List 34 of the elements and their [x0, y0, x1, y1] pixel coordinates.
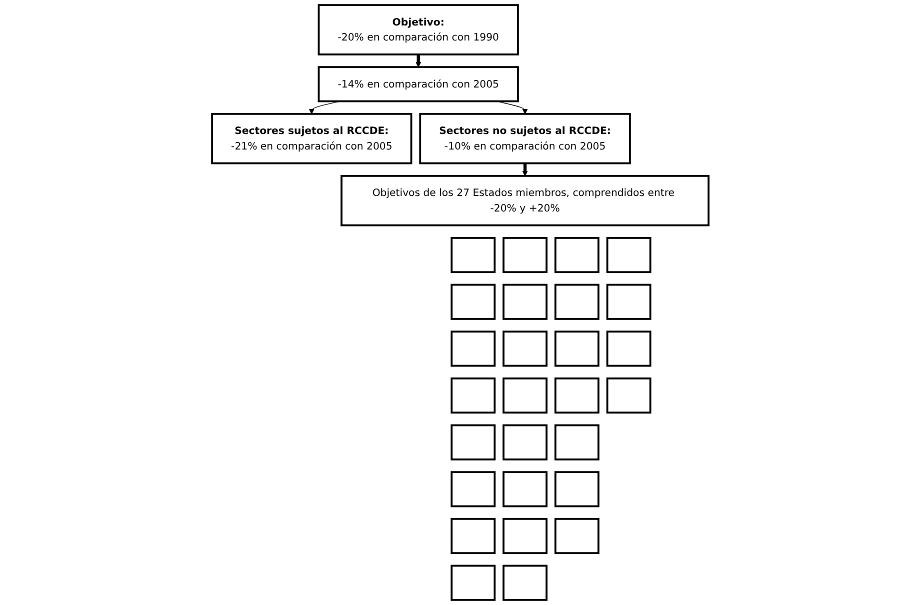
node-box: [502, 377, 548, 414]
node-box: [450, 237, 496, 274]
node-box: [554, 518, 600, 554]
node-box: [502, 564, 548, 601]
node-box: -14% en comparación con 2005: [317, 66, 519, 102]
arrow: [415, 54, 421, 68]
node-box: [450, 377, 496, 414]
arrow: [522, 162, 528, 176]
node-box: [502, 284, 548, 320]
node-box: [606, 237, 651, 274]
node-box: Objetivo: -20% en comparación con 1990: [317, 4, 519, 56]
node-box: Sectores no sujetos al RCCDE: -10% en comparación con 2005: [418, 112, 631, 164]
node-box: [606, 330, 651, 367]
node-box: [554, 471, 600, 508]
node-box: [502, 471, 548, 508]
node-box: [606, 377, 651, 414]
node-box: [502, 237, 548, 274]
node-box: [450, 471, 496, 508]
node-box: [450, 518, 496, 554]
node-box: [502, 330, 548, 367]
node-box: [554, 377, 600, 414]
node-box: [554, 330, 600, 367]
node-box: [450, 330, 496, 367]
node-box: [606, 284, 651, 320]
node-box: [554, 237, 600, 274]
node-box: Sectores sujetos al RCCDE: -21% en comparación con 2005: [210, 112, 412, 164]
node-box: [554, 424, 600, 460]
node-box: [450, 424, 496, 460]
node-box: Objetivos de los 27 Estados miembros, comprendidos entre -20% y +20%: [340, 174, 710, 226]
node-box: [502, 518, 548, 554]
node-box: [450, 284, 496, 320]
node-box: [554, 284, 600, 320]
node-box: [450, 564, 496, 601]
node-box: [502, 424, 548, 460]
